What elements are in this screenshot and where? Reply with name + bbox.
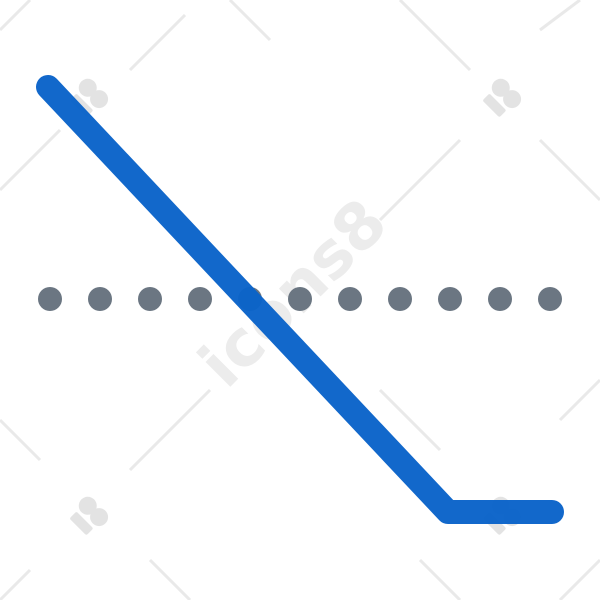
dotted-baseline (38, 287, 562, 311)
watermark-logo (70, 496, 109, 535)
baseline-dot (188, 287, 212, 311)
baseline-dot (38, 287, 62, 311)
baseline-dot (438, 287, 462, 311)
baseline-dot (138, 287, 162, 311)
baseline-dot (538, 287, 562, 311)
baseline-dot (488, 287, 512, 311)
baseline-dot (88, 287, 112, 311)
descending-line (36, 75, 564, 524)
baseline-dot (288, 287, 312, 311)
baseline-dot (388, 287, 412, 311)
baseline-dot (338, 287, 362, 311)
watermark-logo (483, 78, 522, 117)
